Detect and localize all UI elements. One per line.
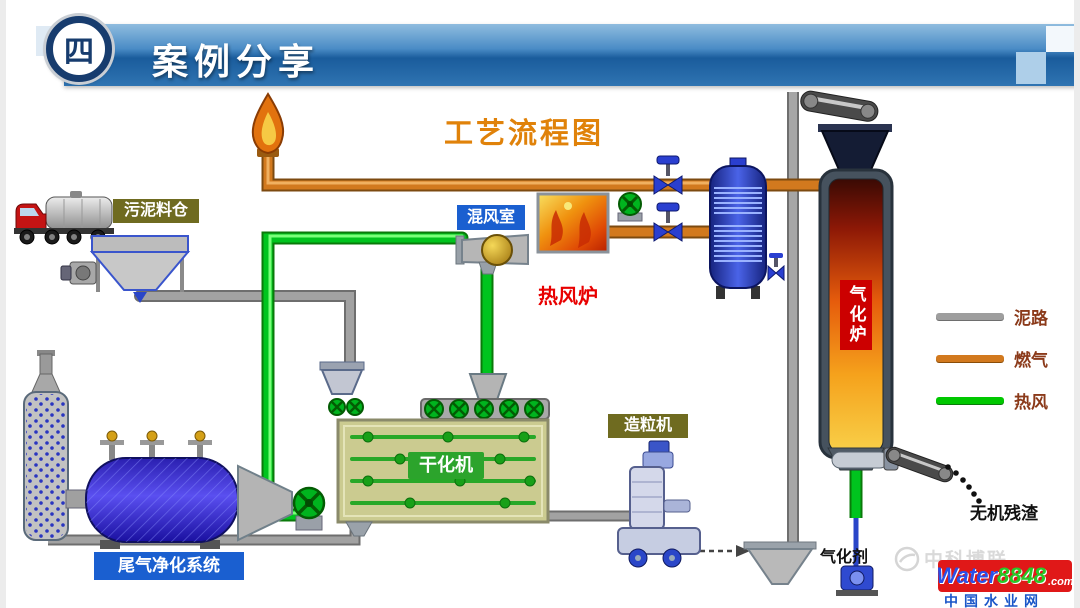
legend-line-mud [936, 313, 1004, 320]
legend-label-gas: 燃气 [1014, 351, 1048, 370]
gasifier-feed-hopper [820, 130, 890, 173]
heat-exchanger [709, 157, 785, 299]
label-hot-blast-stove: 热风炉 [531, 284, 605, 311]
sludge-truck [14, 191, 114, 245]
watermark-brand-word: Water [936, 563, 998, 588]
sludge-silo-hopper [60, 235, 191, 303]
residue-dots [945, 464, 982, 504]
right-edge-divider [1074, 0, 1080, 608]
left-edge-divider [0, 0, 6, 608]
page-title: 案例分享 [152, 41, 321, 82]
dryer-feed-hopper [319, 361, 365, 416]
label-sludge-silo: 污泥料仓 [113, 199, 199, 223]
gas-valve-upper [653, 155, 683, 195]
recycle-funnel [743, 541, 817, 585]
stove-fan-icon [617, 192, 643, 222]
discharge-arrow-icon [133, 292, 147, 303]
diagram-title: 工艺流程图 [443, 118, 604, 150]
legend-item-mud: 泥路 [936, 304, 1048, 329]
company-logo-icon [894, 546, 920, 571]
residue-conveyor [885, 446, 954, 483]
valve-stacks [100, 430, 212, 460]
legend-line-hot-air [936, 397, 1004, 404]
electrostatic-cylinder [85, 430, 239, 549]
legend-label-mud: 泥路 [1014, 309, 1048, 328]
watermark-site-name: 中国水业网 [944, 593, 1044, 608]
hot-air-distributor [420, 373, 550, 420]
watermark-brand-number: 8848 [997, 563, 1046, 588]
tail-gas-system [23, 350, 326, 549]
ash-screw [831, 451, 889, 469]
label-gasification-agent: 气化剂 [820, 549, 869, 566]
hot-blast-stove [536, 192, 610, 254]
flare-stack [251, 92, 285, 157]
label-tail-gas-system: 尾气净化系统 [94, 552, 244, 580]
hx-drain-valve [767, 253, 785, 282]
label-granulator: 造粒机 [608, 414, 688, 438]
feed-conveyor [800, 90, 879, 122]
header-bar [64, 24, 1080, 86]
label-inorganic-residue: 无机残渣 [970, 504, 1038, 523]
granulator-output-dashed-arrow [700, 545, 750, 557]
label-dryer: 干化机 [408, 452, 484, 479]
legend-item-hot-air: 热风 [936, 388, 1048, 413]
legend-item-gas: 燃气 [936, 346, 1048, 371]
outlet-cone [237, 464, 293, 542]
agent-pump [836, 565, 878, 596]
granulator [617, 440, 701, 568]
section-number-badge: 四 [46, 16, 112, 82]
label-gasifier: 气化炉 [840, 280, 872, 350]
scrubber-tower [23, 350, 69, 541]
induced-draft-fan [292, 486, 326, 531]
label-mixing-chamber: 混风室 [457, 205, 525, 230]
distributor-fans [424, 399, 544, 419]
header-decor-square [1016, 52, 1046, 84]
legend-label-hot-air: 热风 [1014, 393, 1048, 412]
header-decor-square [1046, 26, 1074, 52]
mixing-chamber [455, 233, 529, 275]
gas-valve-lower [653, 202, 683, 242]
watermark-brand-suffix: .com [1048, 576, 1074, 588]
legend-line-gas [936, 355, 1004, 362]
